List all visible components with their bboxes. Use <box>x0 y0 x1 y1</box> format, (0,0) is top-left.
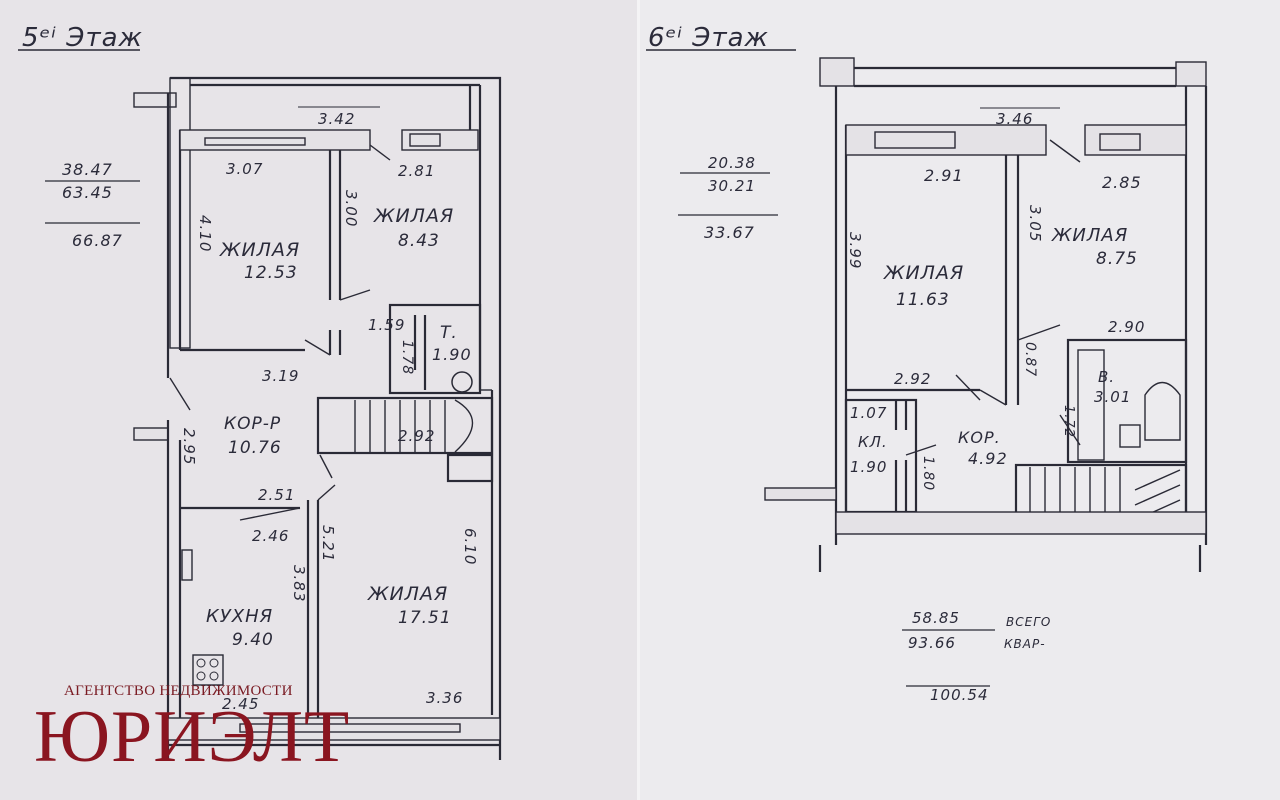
floor6-plan-drawing: 6ᵉⁱ Этаж 20.38 30.21 33.67 <box>646 23 1208 704</box>
floor5-wc-area: 1.90 <box>432 345 472 364</box>
floor5-kitchen-name: КУХНЯ <box>206 606 273 627</box>
floor5-dim-hall-height: 2.95 <box>180 428 198 465</box>
floor5-dim-living-left: 5.21 <box>319 525 337 562</box>
summary-label-all: ВСЕГО <box>1006 615 1051 629</box>
floor6-area-living: 20.38 <box>708 154 756 172</box>
floor5-dim-kitchen-top: 2.46 <box>252 527 289 545</box>
floor6-dim-bath-height: 1.72 <box>1061 405 1076 438</box>
floor6-bed2-name: ЖИЛАЯ <box>1051 225 1128 246</box>
apartment-area-summary: 58.85 93.66 ВСЕГО КВАР- 100.54 <box>902 609 1051 704</box>
floor5-dim-bed1-bottom: 3.19 <box>262 367 299 385</box>
floor5-dim-hall-width: 2.51 <box>258 486 295 504</box>
floor6-walls <box>764 57 1208 572</box>
floor5-dim-top: 3.42 <box>318 110 355 128</box>
floor5-plan-panel: 5ᵉⁱ Этаж 38.47 63.45 66.87 <box>0 0 638 800</box>
floor6-bath-name: В. <box>1098 368 1115 386</box>
floor6-dim-bath-width: 2.90 <box>1108 318 1145 336</box>
summary-total: 93.66 <box>908 634 956 652</box>
floor5-area-living: 38.47 <box>62 160 113 179</box>
floor6-dim-bed1-width: 2.91 <box>924 166 964 185</box>
floor5-wc-name: Т. <box>440 323 458 343</box>
floor5-living-area: 17.51 <box>398 608 452 628</box>
floor5-title: 5ᵉⁱ Этаж <box>22 23 143 53</box>
summary-living: 58.85 <box>912 609 960 627</box>
floor5-living-name: ЖИЛАЯ <box>367 583 448 605</box>
agency-tagline: АГЕНТСТВО НЕДВИЖИМОСТИ <box>64 683 293 699</box>
summary-label-flat: КВАР- <box>1004 637 1046 651</box>
floor5-area-total: 63.45 <box>62 183 113 202</box>
floor5-dim-wc-width: 1.59 <box>368 316 405 334</box>
floor5-dim-living-bottom: 3.36 <box>426 689 463 707</box>
floor5-hall-area: 10.76 <box>228 438 282 458</box>
floor6-hall-name: КОР. <box>958 428 1001 447</box>
floor5-dim-wc-height: 1.78 <box>399 340 415 375</box>
floor6-dim-door-width: 0.87 <box>1022 342 1038 377</box>
floor5-dim-kitchen-height: 3.83 <box>290 565 308 602</box>
floor5-dim-stair-width: 2.92 <box>398 427 435 445</box>
floor6-bed2-area: 8.75 <box>1096 249 1138 269</box>
floor5-bed1-name: ЖИЛАЯ <box>219 239 300 261</box>
floor6-area-total: 30.21 <box>708 177 756 195</box>
summary-sum: 100.54 <box>930 686 989 704</box>
floor5-dim-bed1-width: 3.07 <box>226 160 263 178</box>
floor5-dim-bed2-width: 2.81 <box>398 162 435 180</box>
floor5-plan-drawing: 5ᵉⁱ Этаж 38.47 63.45 66.87 <box>18 23 502 760</box>
floor6-dim-bed2-width: 2.85 <box>1102 173 1142 192</box>
floor6-plan-panel: 6ᵉⁱ Этаж 20.38 30.21 33.67 <box>640 0 1280 800</box>
floor6-dim-pantry-height: 1.80 <box>920 456 936 491</box>
floor5-kitchen-area: 9.40 <box>232 630 274 650</box>
floor5-staircase <box>316 396 494 483</box>
floor6-dim-bed1-height: 3.99 <box>846 232 864 269</box>
floor6-dim-pantry-width: 1.07 <box>850 404 887 422</box>
photo-seam <box>637 0 641 800</box>
floor6-bed1-name: ЖИЛАЯ <box>883 262 964 284</box>
floor6-dim-bed1-bottom: 2.92 <box>894 370 931 388</box>
floor5-walls <box>133 76 502 760</box>
floor5-dim-bed2-height: 3.00 <box>342 190 360 227</box>
floor6-dim-bed2-height: 3.05 <box>1026 205 1044 242</box>
floor5-bed2-name: ЖИЛАЯ <box>373 205 454 227</box>
floor5-dim-kitchen-bottom: 2.45 <box>222 695 259 713</box>
floor5-dim-living-height: 6.10 <box>461 528 479 565</box>
floor6-bath-area: 3.01 <box>1094 388 1131 406</box>
agency-watermark: АГЕНТСТВО НЕДВИЖИМОСТИ ЮРИЭЛТ <box>34 683 394 783</box>
floor6-pantry-area: 1.90 <box>850 458 887 476</box>
floor6-hall-area: 4.92 <box>968 449 1008 468</box>
floor6-bed1-area: 11.63 <box>896 290 950 310</box>
floor5-hall-name: КОР-Р <box>224 414 281 434</box>
floor6-title: 6ᵉⁱ Этаж <box>648 23 769 53</box>
floor5-dim-bed1-height: 4.10 <box>196 215 214 252</box>
floor5-bed2-area: 8.43 <box>398 231 440 251</box>
floor6-dim-top: 3.46 <box>996 110 1033 128</box>
agency-brand: ЮРИЭЛТ <box>34 696 351 778</box>
floor5-bed1-area: 12.53 <box>244 263 298 283</box>
floor5-area-sum: 66.87 <box>72 231 123 250</box>
floor6-pantry-name: КЛ. <box>858 433 888 451</box>
floor6-area-sum: 33.67 <box>704 223 755 242</box>
